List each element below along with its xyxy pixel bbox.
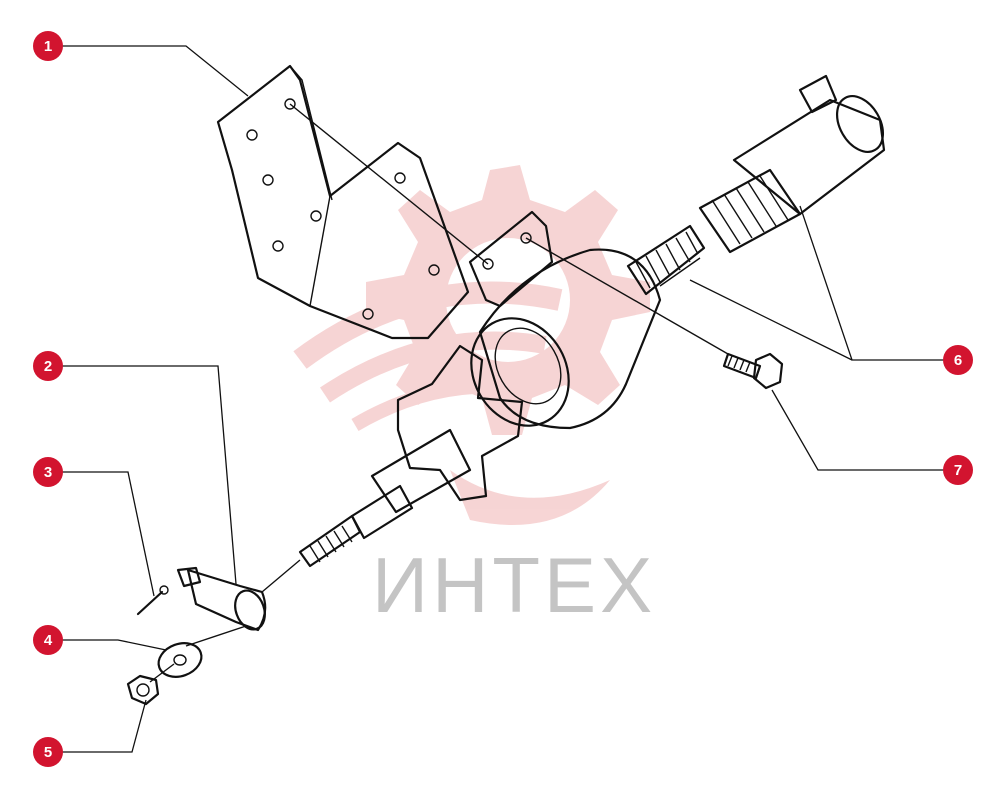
svg-text:4: 4 xyxy=(44,632,53,649)
part-bolt xyxy=(722,352,784,390)
part-bracket xyxy=(216,64,470,340)
svg-text:3: 3 xyxy=(44,464,52,481)
leader-lines xyxy=(48,45,958,753)
callout-5[interactable]: 5 xyxy=(33,737,63,767)
part-nut xyxy=(126,674,160,706)
callout-4[interactable]: 4 xyxy=(33,625,63,655)
svg-text:5: 5 xyxy=(44,744,52,761)
leader-6b xyxy=(689,279,853,361)
part-washer xyxy=(157,642,203,678)
leader-3 xyxy=(48,471,155,597)
part-solenoid-assembly xyxy=(298,74,886,568)
svg-text:6: 6 xyxy=(954,352,962,369)
watermark-swoosh xyxy=(450,470,610,525)
watermark-arc-3 xyxy=(351,379,532,432)
callout-6[interactable]: 6 xyxy=(943,345,973,375)
watermark-text: ИНТЕХ xyxy=(372,541,656,629)
callout-7[interactable]: 7 xyxy=(943,455,973,485)
part-cotter-pin xyxy=(136,585,169,616)
leader-2 xyxy=(48,365,237,585)
leader-4 xyxy=(48,639,167,651)
watermark-arc-1 xyxy=(293,281,563,369)
assembly-axis-lines xyxy=(149,103,729,683)
leader-6a xyxy=(799,205,958,361)
callout-3[interactable]: 3 xyxy=(33,457,63,487)
leader-7 xyxy=(771,389,958,471)
svg-text:1: 1 xyxy=(44,38,52,55)
part-lever xyxy=(176,566,267,632)
watermark-arc-2 xyxy=(320,331,547,403)
svg-text:2: 2 xyxy=(44,358,52,375)
svg-text:7: 7 xyxy=(954,462,962,479)
leader-1 xyxy=(48,45,249,97)
leader-5 xyxy=(48,699,147,753)
callout-1[interactable]: 1 xyxy=(33,31,63,61)
callout-2[interactable]: 2 xyxy=(33,351,63,381)
